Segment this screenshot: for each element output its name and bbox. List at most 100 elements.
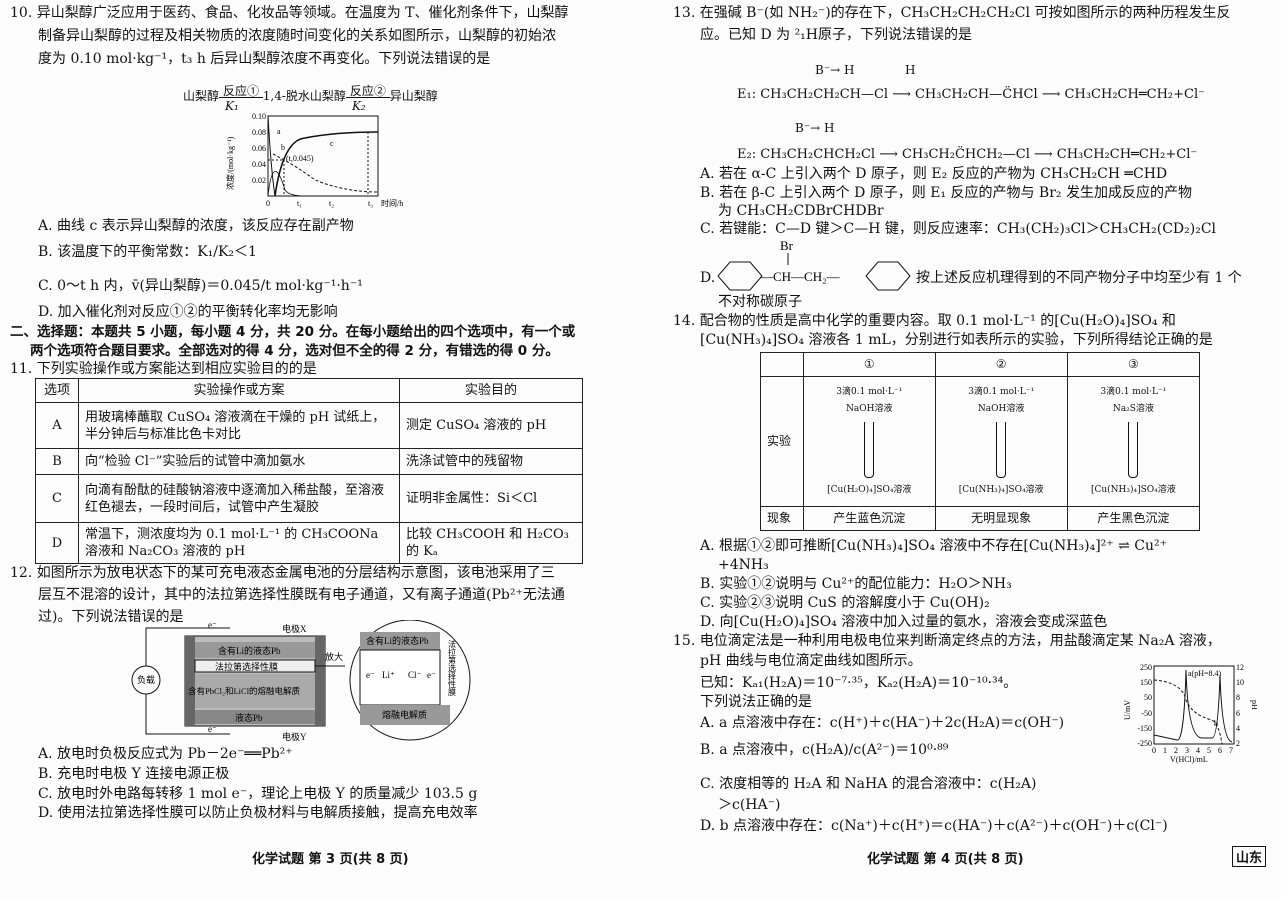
curve-b-dashed — [267, 171, 306, 197]
e1-h-label: H — [905, 63, 916, 77]
q13-option-d[interactable]: D. — [700, 270, 716, 286]
q10-line: 度为 0.10 mol·kg⁻¹，t₃ h 后异山梨醇浓度不再变化。下列说法错误… — [38, 51, 491, 67]
q12-option-a[interactable]: A. 放电时负极反应式为 Pb－2e⁻══Pb²⁺ — [38, 746, 293, 762]
svg-text:U/mV: U/mV — [1123, 700, 1132, 720]
svg-text:Cl⁻: Cl⁻ — [408, 670, 422, 680]
svg-text:法拉第选择性膜: 法拉第选择性膜 — [215, 661, 278, 672]
svg-text:7: 7 — [1229, 746, 1233, 755]
q10-option-d[interactable]: D. 加入催化剂对反应①②的平衡转化率均无影响 — [38, 304, 338, 320]
q15-line: pH 曲线与电位滴定曲线如图所示。 — [700, 653, 922, 669]
test-tube-icon — [864, 422, 875, 478]
svg-text:6: 6 — [1236, 709, 1240, 718]
q12-line: 层互不混溶的设计，其中的法拉第选择性膜既有电子通道，又有离子通道(Pb²⁺无法通 — [38, 587, 565, 603]
y-tick: 0.06 — [252, 144, 266, 153]
svg-text:e⁻: e⁻ — [427, 670, 436, 680]
svg-text:-50: -50 — [1141, 709, 1152, 718]
svg-text:熔融电解质: 熔融电解质 — [382, 709, 427, 720]
svg-text:0: 0 — [1152, 746, 1156, 755]
q11-stem: 11. 下列实验操作或方案能达到相应实验目的的是 — [10, 361, 317, 377]
q14-option-b[interactable]: B. 实验①②说明与 Cu²⁺的配位能力：H₂O＞NH₃ — [700, 576, 1012, 592]
q14-line: [Cu(NH₃)₄]SO₄ 溶液各 1 mL，分别进行如表所示的实验，下列所得结… — [700, 332, 1213, 348]
section-header: 二、选择题：本题共 5 小题，每小题 4 分，共 20 分。在每小题给出的四个选… — [10, 324, 576, 340]
q12-line: 过)。下列说法错误的是 — [38, 609, 184, 625]
svg-text:2: 2 — [1174, 746, 1178, 755]
q15-line: 15. 电位滴定法是一种利用电极电位来判断滴定终点的方法，用盐酸滴定某 Na₂A… — [673, 633, 1221, 649]
q12-option-c[interactable]: C. 放电时外电路每转移 1 mol e⁻，理论上电极 Y 的质量减少 103.… — [38, 786, 478, 802]
curve-c — [274, 131, 379, 197]
svg-text:4: 4 — [1236, 724, 1240, 733]
svg-text:5: 5 — [1207, 746, 1211, 755]
svg-text:e⁻: e⁻ — [208, 724, 217, 734]
region-badge: 山东 — [1232, 846, 1267, 867]
q14-option-c[interactable]: C. 实验②③说明 CuS 的溶解度小于 Cu(OH)₂ — [700, 595, 990, 611]
q14-line: 14. 配合物的性质是高中化学的重要内容。取 0.1 mol·L⁻¹ 的[Cu(… — [673, 313, 1176, 329]
q14-option-a[interactable]: A. 根据①②即可推断[Cu(NH₃)₄]SO₄ 溶液中不存在[Cu(NH₃)₄… — [700, 538, 1168, 554]
test-tube-icon — [1128, 422, 1139, 478]
svg-text:250: 250 — [1140, 663, 1152, 672]
svg-text:3: 3 — [1185, 746, 1189, 755]
y-tick: 0.08 — [252, 128, 266, 137]
q14-option-a-cont: +4NH₃ — [718, 557, 769, 573]
q13-option-c[interactable]: C. 若键能：C—D 键＞C—H 键，则反应速率：CH₃(CH₂)₃Cl＞CH₃… — [700, 221, 1217, 237]
svg-text:Br: Br — [780, 238, 794, 253]
svg-text:含有PbCl₂和LiCl的熔融电解质: 含有PbCl₂和LiCl的熔融电解质 — [188, 686, 301, 696]
q15-option-a[interactable]: A. a 点溶液中存在：c(H⁺)＋c(HA⁻)＋2c(H₂A)＝c(OH⁻) — [700, 715, 1065, 731]
q10-option-a[interactable]: A. 曲线 c 表示异山梨醇的浓度，该反应存在副产物 — [38, 218, 354, 234]
y-tick: 0.04 — [252, 160, 266, 169]
experiment-2: 3滴0.1 mol·L⁻¹ NaOH溶液[Cu(NH₃)₄]SO₄溶液 — [934, 376, 1068, 507]
section-header: 两个选项符合题目要求。全部选对的得 4 分，选对但不全的得 2 分，有错选的得 … — [30, 343, 559, 359]
q10-option-c[interactable]: C. 0～t h 内，v̄(异山梨醇)＝0.045/t mol·kg⁻¹·h⁻¹ — [38, 278, 363, 294]
point-a-label: a(pH=8.4) — [1188, 669, 1222, 678]
q13-option-a[interactable]: A. 若在 α-C 上引入两个 D 原子，则 E₂ 反应的产物为 CH₃CH₂C… — [700, 166, 1168, 182]
svg-text:e⁻: e⁻ — [366, 670, 375, 680]
table-header: 选项 — [35, 378, 79, 403]
svg-text:液态Pb: 液态Pb — [235, 712, 263, 723]
svg-text:4: 4 — [1196, 746, 1200, 755]
ph-curve — [1153, 679, 1223, 745]
q15-option-b[interactable]: B. a 点溶液中，c(H₂A)/c(A²⁻)＝10⁰·⁸⁹ — [700, 742, 949, 758]
x-tick: t₂ — [329, 199, 334, 208]
q13-option-d-text: 按上述反应机理得到的不同产物分子中均至少有 1 个 — [916, 270, 1242, 286]
q14-option-d[interactable]: D. 向[Cu(H₂O)₄]SO₄ 溶液中加入过量的氨水，溶液会变成深蓝色 — [700, 614, 1108, 630]
svg-text:负载: 负载 — [137, 674, 155, 685]
table-header: 实验操作或方案 — [78, 378, 400, 403]
e1-mechanism: E₁: CH₃CH₂CH₂CH—Cl ⟶ CH₃CH₂CH—C̈HCl ⟶ CH… — [737, 87, 1206, 102]
structure-d: Br —CH—CH₂— — [717, 238, 911, 291]
svg-text:V(HCl)/mL: V(HCl)/mL — [1170, 755, 1208, 764]
curve-label-c: c — [330, 139, 334, 148]
q13-option-b-cont: 为 CH₃CH₂CDBrCHDBr — [718, 203, 884, 219]
svg-text:50: 50 — [1144, 693, 1152, 702]
q13-option-d-cont: 不对称碳原子 — [718, 294, 802, 310]
svg-text:—CH—CH₂—: —CH—CH₂— — [759, 269, 841, 284]
q12-option-d[interactable]: D. 使用法拉第选择性膜可以防止负极材料与电解质接触，提高充电效率 — [38, 805, 478, 821]
svg-text:含有Li的液态Pb: 含有Li的液态Pb — [218, 645, 281, 656]
q13-line: 13. 在强碱 B⁻(如 NH₂⁻)的存在下，CH₃CH₂CH₂CH₂Cl 可按… — [673, 5, 1231, 21]
svg-text:含有Li的液态Pb: 含有Li的液态Pb — [366, 635, 429, 646]
x-tick: t₃ — [368, 199, 373, 208]
test-tube-icon — [996, 422, 1007, 478]
e1-base-label: B⁻→ H — [815, 63, 855, 77]
q15-option-c[interactable]: C. 浓度相等的 H₂A 和 NaHA 的混合溶液中：c(H₂A) — [700, 776, 1037, 792]
e2-mechanism: E₂: CH₃CH₂CHCH₂Cl ⟶ CH₃CH₂C̈HCH₂—Cl ⟶ CH… — [737, 147, 1198, 162]
svg-text:电极X: 电极X — [282, 623, 307, 634]
q13-option-b[interactable]: B. 若在 β-C 上引入两个 D 原子，则 E₁ 反应的产物与 Br₂ 发生加… — [700, 185, 1192, 201]
q12-option-b[interactable]: B. 充电时电极 Y 连接电源正极 — [38, 766, 230, 782]
potential-curve — [1153, 669, 1233, 743]
svg-text:-250: -250 — [1137, 739, 1152, 748]
experiment-3: 3滴0.1 mol·L⁻¹ Na₂S溶液[Cu(NH₃)₄]SO₄溶液 — [1066, 376, 1201, 507]
svg-text:e⁻: e⁻ — [208, 620, 217, 630]
svg-text:6: 6 — [1218, 746, 1222, 755]
y-tick: 0.02 — [252, 176, 266, 185]
q10-option-b[interactable]: B. 该温度下的平衡常数：K₁/K₂＜1 — [38, 244, 257, 260]
reaction-scheme: 山梨醇反应①K₁1,4-脱水山梨醇反应②K₂异山梨醇 — [183, 84, 438, 113]
curve-label-b: b — [281, 143, 285, 152]
q15-option-d[interactable]: D. b 点溶液中存在：c(Na⁺)＋c(H⁺)＝c(HA⁻)＋c(A²⁻)＋c… — [700, 818, 1168, 834]
curve-b — [272, 153, 379, 193]
x-axis-label: 时间/h — [381, 198, 403, 208]
svg-text:8: 8 — [1236, 693, 1240, 702]
point-b-label: b — [1214, 719, 1218, 728]
x-tick: t₁ — [297, 199, 302, 208]
